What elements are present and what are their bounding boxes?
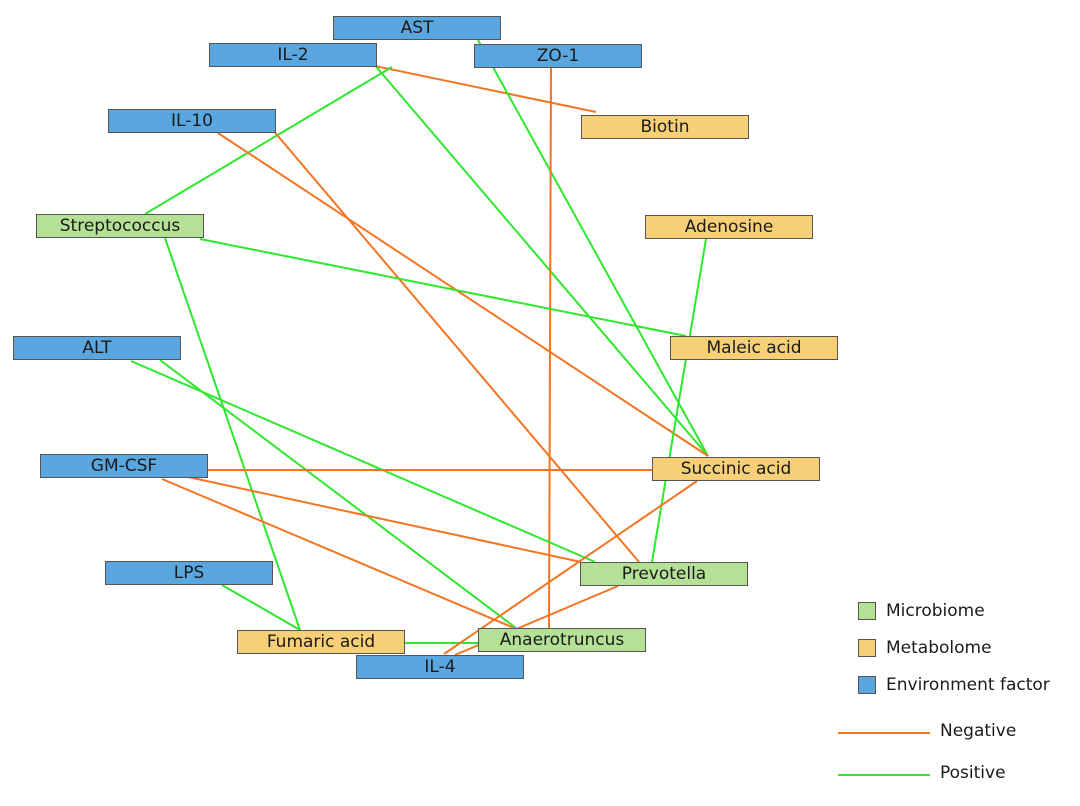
- edge-negative-il10-succinic: [217, 132, 709, 457]
- edge-positive-il2-streptococcus: [144, 66, 393, 215]
- legend-swatch-metabolome: [858, 639, 876, 657]
- node-maleic: Maleic acid: [670, 336, 838, 360]
- node-lps: LPS: [105, 561, 273, 585]
- node-ast: AST: [333, 16, 501, 40]
- node-fumaric: Fumaric acid: [237, 630, 405, 654]
- legend-label-microbiome: Microbiome: [886, 601, 985, 621]
- legend-swatch-microbiome: [858, 602, 876, 620]
- legend-label-positive: Positive: [940, 763, 1006, 783]
- node-adenosine: Adenosine: [645, 215, 813, 239]
- node-anaerotruncus: Anaerotruncus: [478, 628, 646, 652]
- node-zo1: ZO-1: [474, 44, 642, 68]
- legend-label-metabolome: Metabolome: [886, 638, 992, 658]
- node-succinic: Succinic acid: [652, 457, 820, 481]
- edge-positive-streptococcus-fumaric: [164, 237, 301, 631]
- legend-label-environment: Environment factor: [886, 675, 1050, 695]
- edge-negative-succinic-il4: [443, 480, 698, 655]
- node-gmcsf: GM-CSF: [40, 454, 208, 478]
- edge-positive-streptococcus-maleic: [199, 238, 687, 337]
- node-prevotella: Prevotella: [580, 562, 748, 586]
- node-alt: ALT: [13, 336, 181, 360]
- node-biotin: Biotin: [581, 115, 749, 139]
- legend-label-negative: Negative: [940, 721, 1017, 741]
- edge-positive-alt-prevotella: [130, 360, 596, 563]
- edge-positive-il2-succinic: [372, 62, 709, 457]
- node-il10: IL-10: [108, 109, 276, 133]
- edge-positive-lps-fumaric: [221, 584, 301, 631]
- edge-positive-adenosine-prevotella: [651, 238, 707, 563]
- edge-negative-zo1-anaerotruncus: [548, 67, 552, 629]
- node-il2: IL-2: [209, 43, 377, 67]
- edge-negative-il10-prevotella: [271, 128, 640, 563]
- node-streptococcus: Streptococcus: [36, 214, 204, 238]
- edge-positive-ast-succinic: [477, 39, 709, 457]
- legend-swatch-environment: [858, 676, 876, 694]
- edge-positive-alt-anaerotruncus: [159, 359, 517, 629]
- edge-negative-gmcsf-prevotella: [187, 476, 582, 563]
- node-il4: IL-4: [356, 655, 524, 679]
- edge-negative-il2-biotin: [369, 64, 597, 113]
- edge-negative-gmcsf-anaerotruncus: [161, 478, 515, 629]
